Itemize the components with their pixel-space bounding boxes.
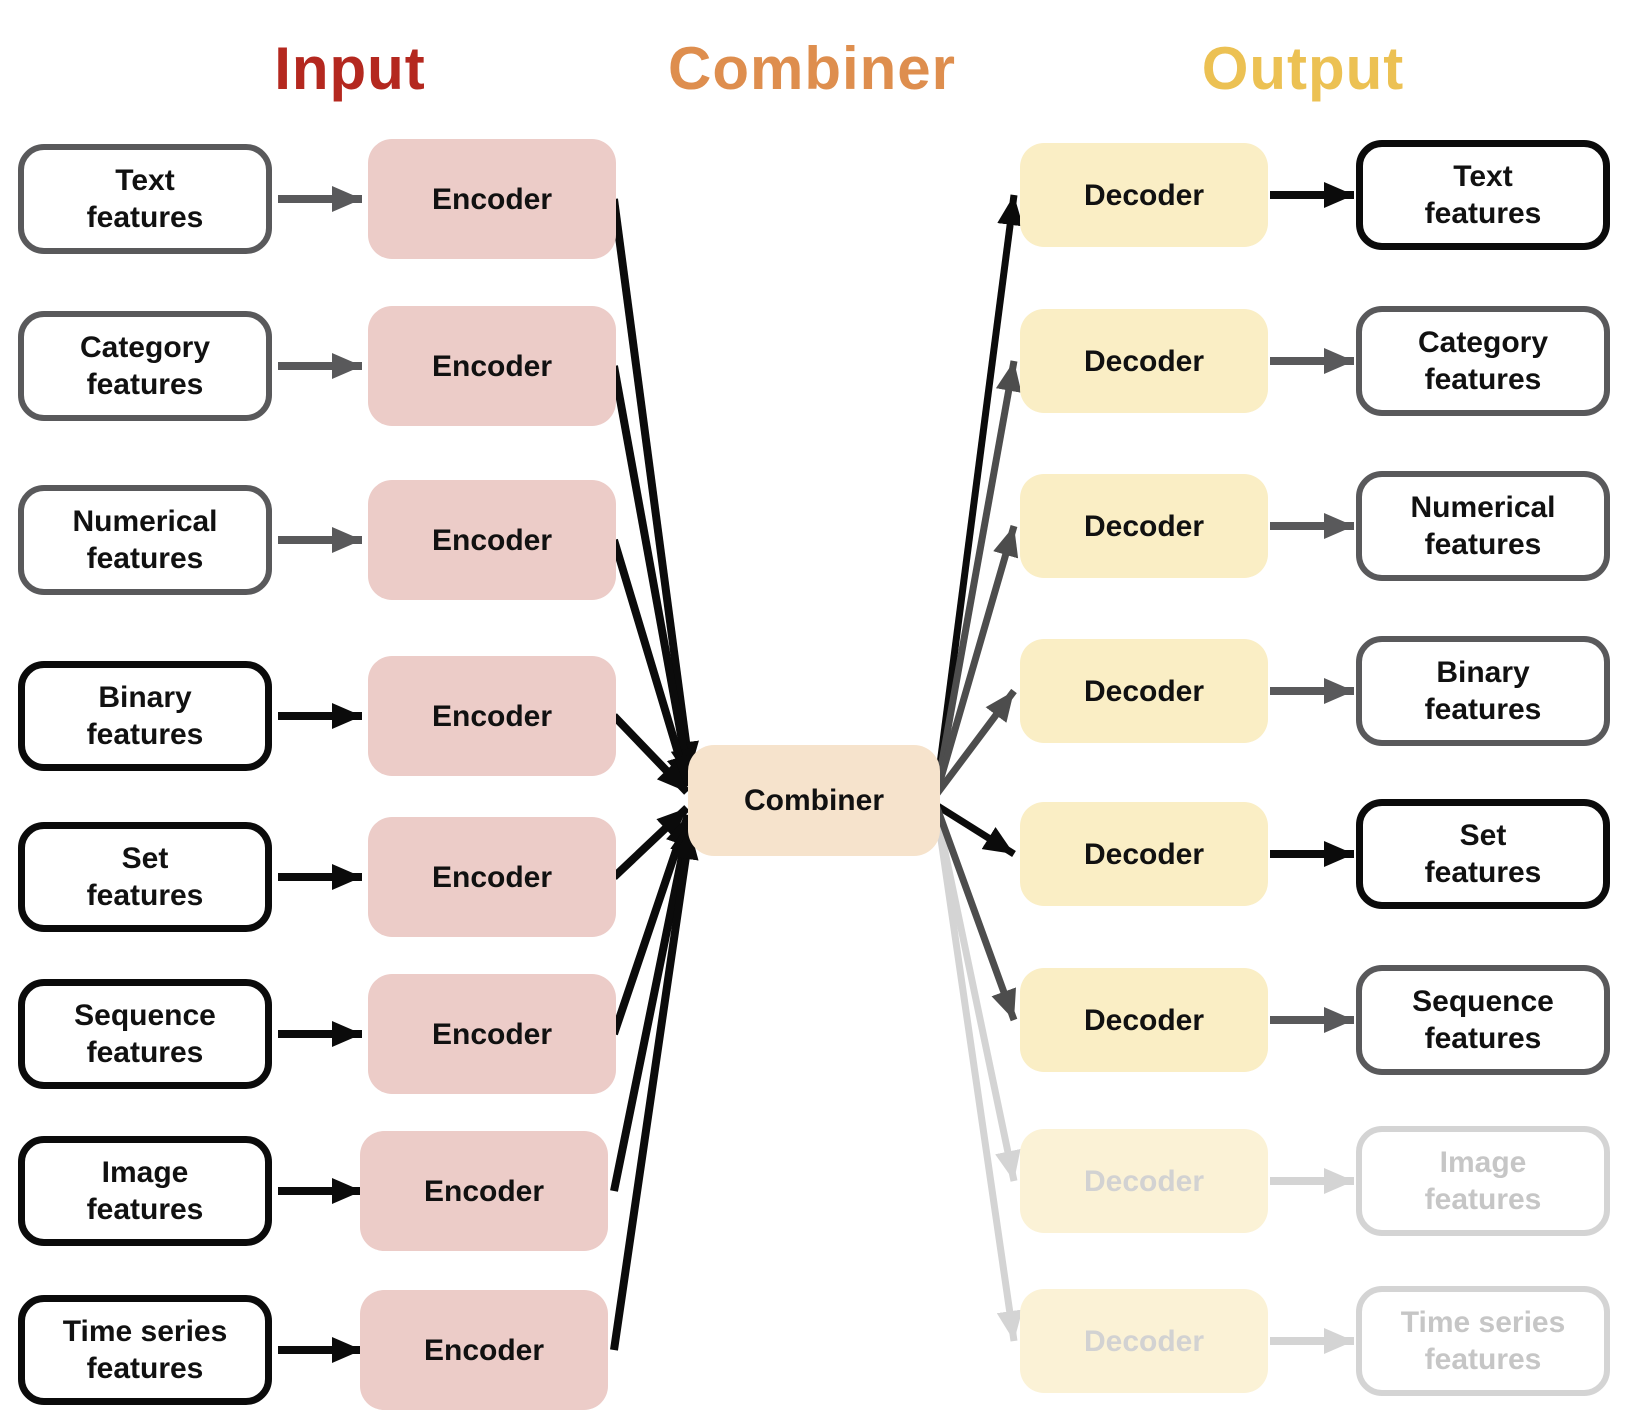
output-feature-box-text: Text features (1356, 140, 1610, 250)
encoder-box: Encoder (368, 480, 616, 600)
output-feature-label: Category features (1417, 326, 1549, 396)
encoder-label: Encoder (431, 349, 553, 383)
output-feature-label: Image features (1424, 1146, 1542, 1216)
decoder-label: Decoder (1083, 509, 1205, 543)
input-feature-box-timeseries: Time series features (18, 1295, 272, 1405)
arrow-combiner-to-decoder-sequence (932, 803, 1018, 1022)
arrow-encoder-to-combiner-category (610, 365, 697, 780)
arrow-encoder-to-combiner-text (610, 198, 699, 773)
output-feature-box-numerical: Numerical features (1356, 471, 1610, 581)
encoder-box: Encoder (360, 1290, 608, 1410)
input-feature-label: Set features (86, 842, 204, 912)
arrow-encoder-to-combiner-numerical (610, 538, 692, 788)
encoder-box: Encoder (368, 974, 616, 1094)
output-feature-label: Set features (1424, 819, 1542, 889)
arrow-encoder-to-combiner-timeseries (610, 828, 699, 1351)
input-feature-label: Image features (86, 1156, 204, 1226)
encoder-label: Encoder (423, 1174, 545, 1208)
input-feature-box-sequence: Sequence features (18, 979, 272, 1089)
decoder-box-category: Decoder (1020, 309, 1268, 413)
output-column-title: Output (1201, 35, 1405, 102)
output-feature-label: Numerical features (1410, 491, 1556, 561)
encoder-label: Encoder (431, 860, 553, 894)
arrow-encoder-to-combiner-binary (611, 713, 690, 795)
decoder-box-set: Decoder (1020, 802, 1268, 906)
combiner-box: Combiner (688, 745, 940, 856)
decoder-label: Decoder (1083, 837, 1205, 871)
arrow-combiner-to-decoder-text (932, 194, 1024, 796)
encoder-box: Encoder (368, 306, 616, 426)
decoder-label: Decoder (1083, 344, 1205, 378)
decoder-label: Decoder (1083, 674, 1205, 708)
input-feature-label: Time series features (62, 1315, 228, 1385)
encoder-box: Encoder (360, 1131, 608, 1251)
arrow-combiner-to-decoder-set (934, 802, 1016, 857)
output-feature-box-image: Image features (1356, 1126, 1610, 1236)
input-feature-label: Binary features (86, 681, 204, 751)
decoder-label: Decoder (1083, 1164, 1205, 1198)
decoder-box-image: Decoder (1020, 1129, 1268, 1233)
input-feature-label: Category features (79, 331, 211, 401)
decoder-label: Decoder (1083, 178, 1205, 212)
output-feature-box-set: Set features (1356, 799, 1610, 909)
decoder-box-binary: Decoder (1020, 639, 1268, 743)
output-feature-box-timeseries: Time series features (1356, 1286, 1610, 1396)
combiner-label: Combiner (743, 784, 884, 817)
input-feature-box-set: Set features (18, 822, 272, 932)
encoder-box: Encoder (368, 656, 616, 776)
encoder-box: Encoder (368, 817, 616, 937)
input-feature-box-image: Image features (18, 1136, 272, 1246)
output-feature-box-category: Category features (1356, 306, 1610, 416)
encoder-label: Encoder (431, 699, 553, 733)
decoder-box-text: Decoder (1020, 143, 1268, 247)
arrow-encoder-to-combiner-image (610, 821, 696, 1192)
encoder-label: Encoder (423, 1333, 545, 1367)
encoder-label: Encoder (431, 182, 553, 216)
decoder-box-timeseries: Decoder (1020, 1289, 1268, 1393)
output-feature-label: Binary features (1424, 656, 1542, 726)
encoder-box: Encoder (368, 139, 616, 259)
input-feature-label: Text features (86, 164, 204, 234)
encoder-label: Encoder (431, 523, 553, 557)
decoder-box-numerical: Decoder (1020, 474, 1268, 578)
encoder-label: Encoder (431, 1017, 553, 1051)
input-feature-box-text: Text features (18, 144, 272, 254)
output-feature-box-sequence: Sequence features (1356, 965, 1610, 1075)
input-feature-box-binary: Binary features (18, 661, 272, 771)
output-feature-label: Sequence features (1412, 985, 1554, 1055)
arrow-combiner-to-decoder-timeseries (932, 804, 1023, 1342)
combiner-column-title: Combiner (667, 35, 957, 102)
arrow-combiner-to-decoder-category (932, 360, 1022, 796)
input-feature-box-category: Category features (18, 311, 272, 421)
arrow-combiner-to-decoder-numerical (932, 525, 1019, 796)
input-feature-box-numerical: Numerical features (18, 485, 272, 595)
decoder-label: Decoder (1083, 1003, 1205, 1037)
arrow-combiner-to-decoder-binary (933, 688, 1017, 798)
input-column-title: Input (274, 35, 426, 102)
input-feature-label: Numerical features (72, 505, 218, 575)
output-feature-label: Text features (1424, 160, 1542, 230)
output-feature-label: Time series features (1400, 1306, 1566, 1376)
input-feature-label: Sequence features (74, 999, 216, 1069)
decoder-box-sequence: Decoder (1020, 968, 1268, 1072)
output-feature-box-binary: Binary features (1356, 636, 1610, 746)
decoder-label: Decoder (1083, 1324, 1205, 1358)
